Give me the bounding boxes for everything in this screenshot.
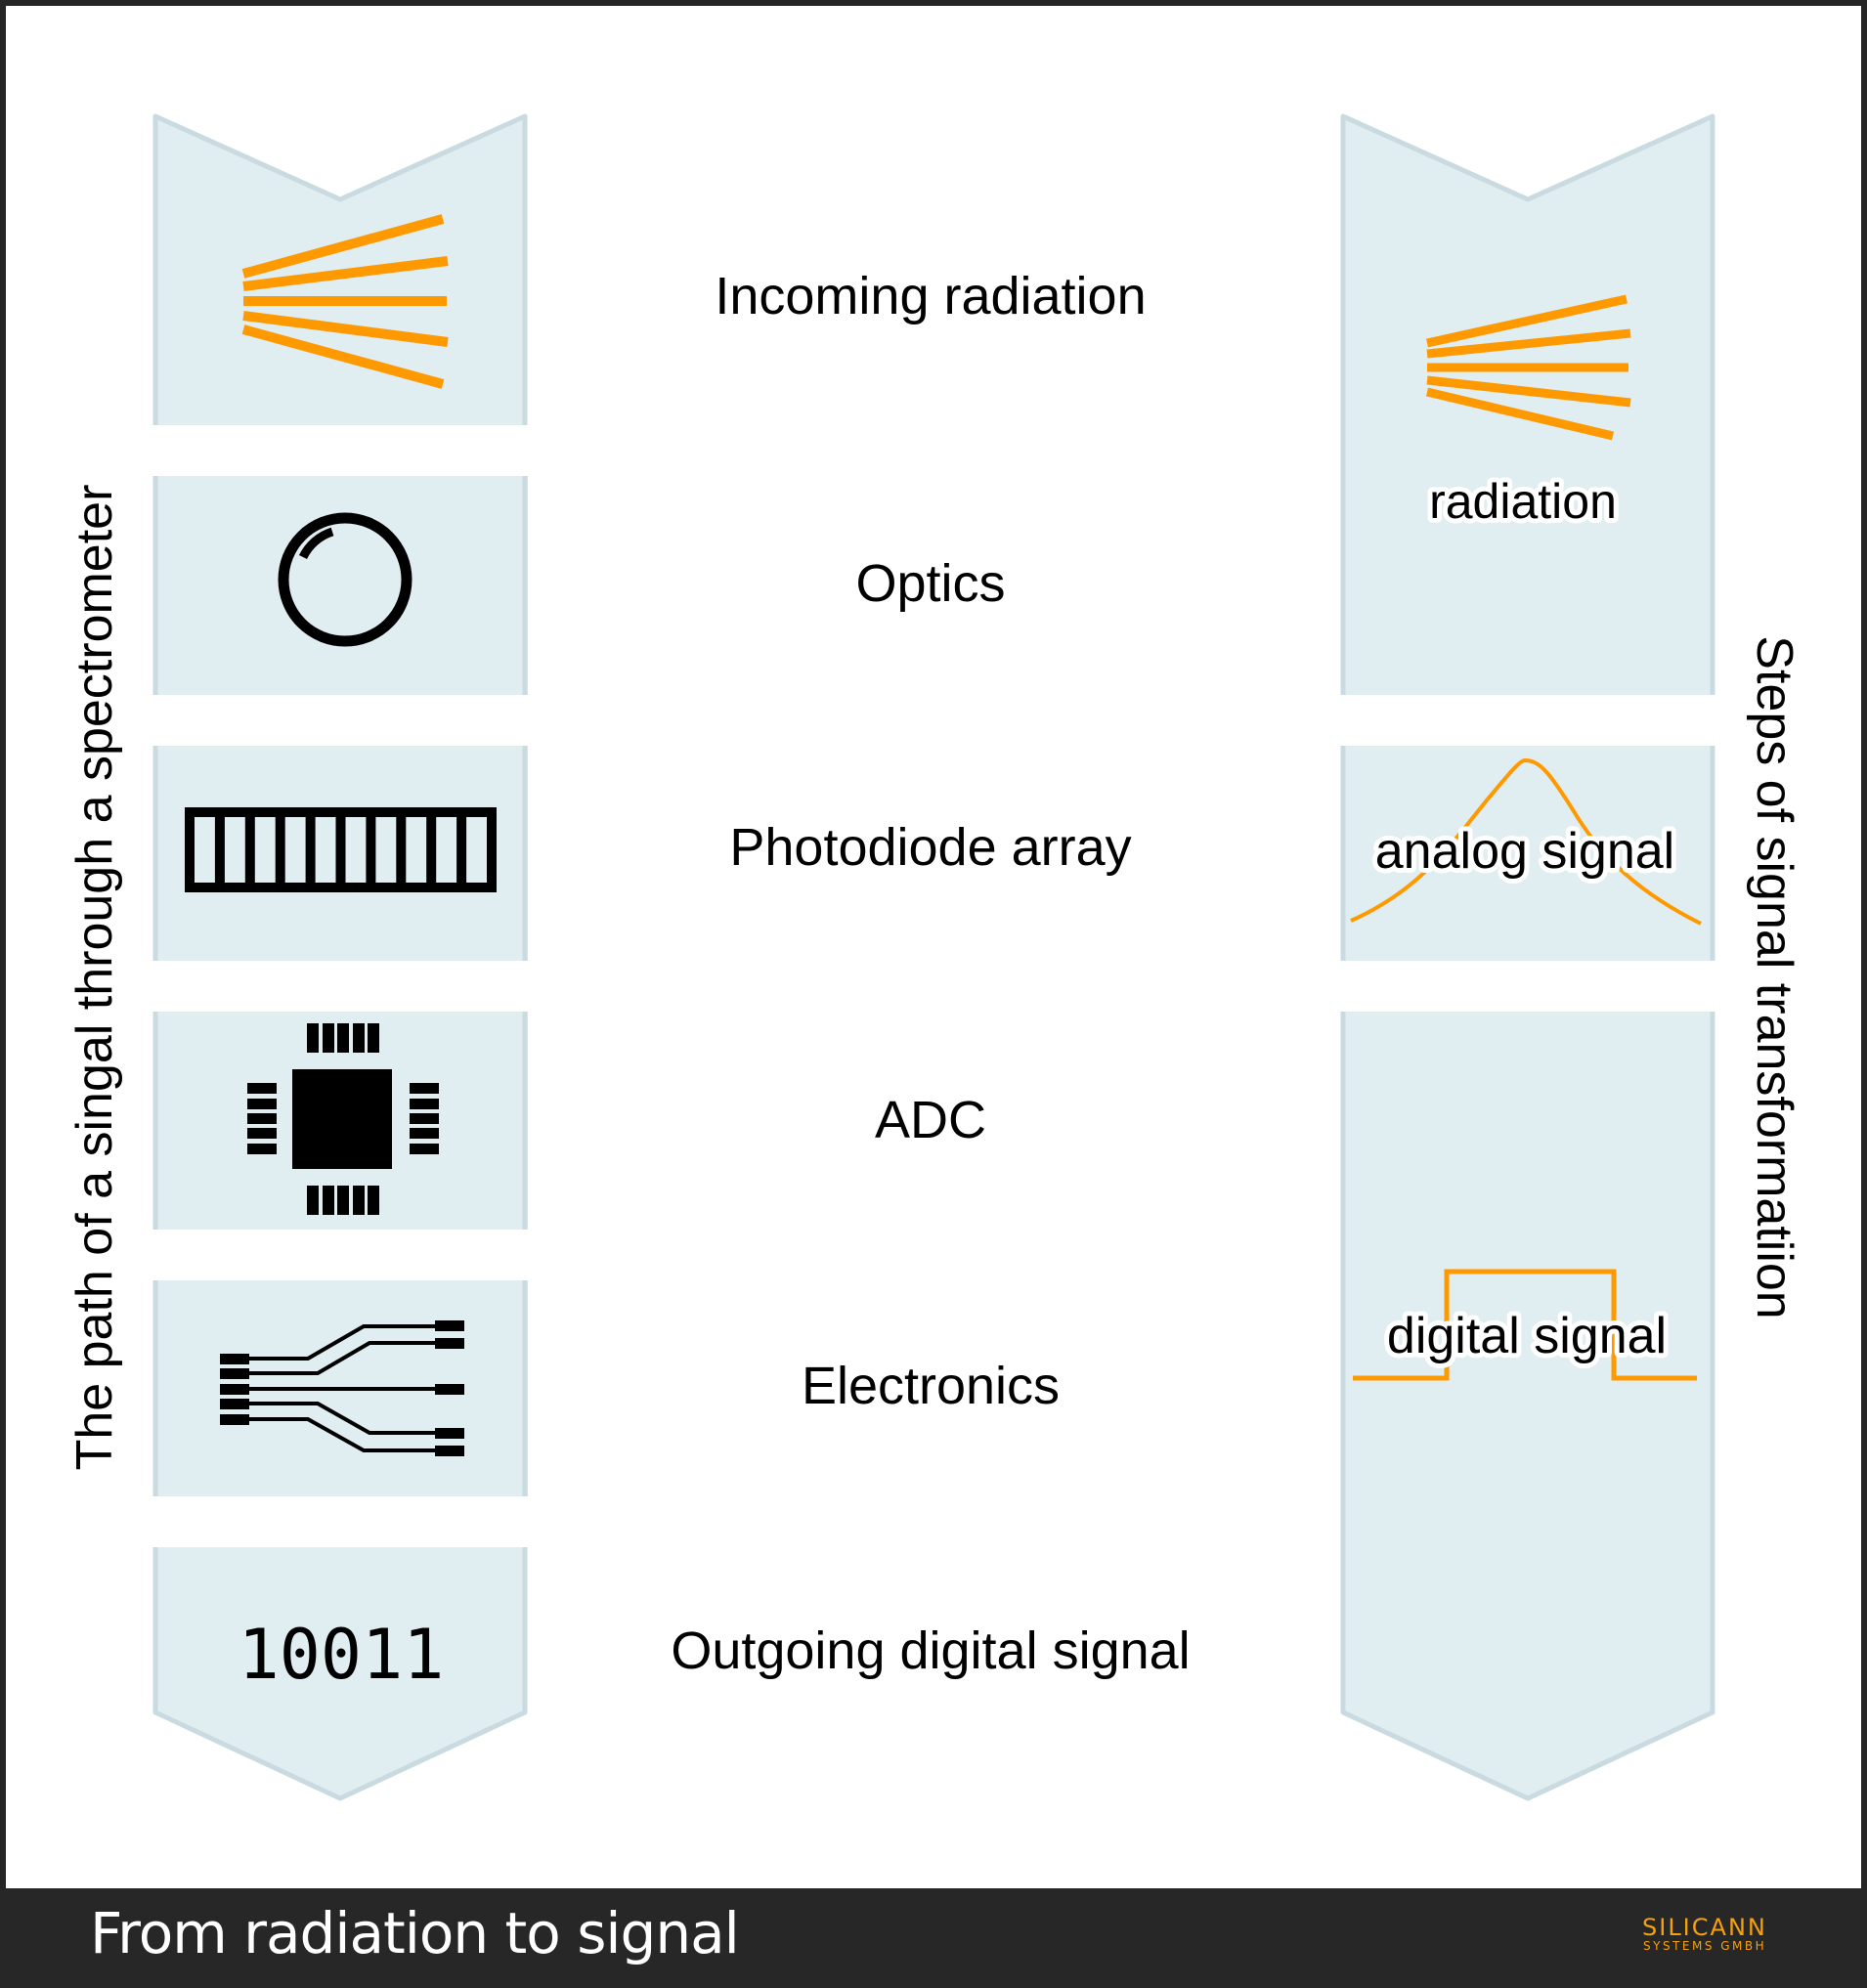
- stage-box-2: [153, 476, 528, 695]
- footer-title: From radiation to signal: [90, 1900, 740, 1966]
- right-column: [1340, 113, 1715, 1801]
- photodiode-cell: [284, 817, 306, 883]
- chip-pins-left: [247, 1083, 277, 1154]
- square-pulse-icon: [1353, 1269, 1697, 1381]
- transformation-box-digital: [1343, 1012, 1713, 1798]
- logo-name: SILICANN: [1642, 1914, 1767, 1941]
- chip-pins-right: [410, 1083, 439, 1154]
- transformation-box-radiation: [1343, 116, 1713, 695]
- stage-label-outgoing-digital-signal: Outgoing digital signal: [671, 1621, 1191, 1680]
- stage-label-electronics: Electronics: [801, 1357, 1061, 1415]
- transformation-label-digital: digital signal: [1387, 1308, 1667, 1364]
- stage-label-photodiode-array: Photodiode array: [729, 818, 1132, 877]
- logo-subtitle: SYSTEMS GMBH: [1643, 1939, 1767, 1953]
- radiation-rays-icon: [241, 214, 449, 389]
- stage-box-1-edge: [152, 113, 528, 425]
- left-column: [152, 113, 528, 1801]
- transformation-box-radiation-edge: [1340, 113, 1715, 695]
- photodiode-array-icon: [185, 807, 497, 892]
- stage-label-incoming-radiation: Incoming radiation: [715, 267, 1147, 325]
- photodiode-cell: [254, 817, 276, 883]
- photodiode-cell: [345, 817, 367, 883]
- lens-icon: [278, 512, 412, 647]
- chip-pins-top: [307, 1023, 379, 1053]
- photodiode-cell: [315, 817, 336, 883]
- stage-label-optics: Optics: [855, 554, 1006, 613]
- right-axis-label: Steps of signal transformatiion: [1746, 635, 1802, 1319]
- photodiode-cell: [436, 817, 457, 883]
- footer-bar: [0, 1889, 1867, 1988]
- transformation-box-analog: [1341, 746, 1715, 961]
- photodiode-cell: [466, 817, 487, 883]
- chip-icon: [247, 1023, 439, 1215]
- gaussian-curve-icon: [1350, 757, 1702, 926]
- stage-box-6-edge: [152, 1547, 528, 1801]
- stage-label-adc: ADC: [874, 1091, 986, 1149]
- photodiode-cell: [406, 817, 427, 883]
- chip-pins-bottom: [307, 1186, 379, 1215]
- radiation-rays-icon: [1425, 294, 1631, 441]
- transformation-label-analog: analog signal: [1375, 823, 1674, 880]
- binary-output-text: 10011: [239, 1615, 445, 1695]
- circuit-traces-icon: [220, 1320, 464, 1456]
- photodiode-cell: [224, 817, 245, 883]
- transformation-box-digital-edge: [1340, 1012, 1715, 1801]
- photodiode-cell: [195, 817, 215, 883]
- transformation-label-radiation: radiation: [1429, 474, 1617, 529]
- left-axis-label: The path of a singal through a spectrome…: [66, 484, 123, 1471]
- stage-box-6: [155, 1547, 525, 1798]
- photodiode-cell: [375, 817, 397, 883]
